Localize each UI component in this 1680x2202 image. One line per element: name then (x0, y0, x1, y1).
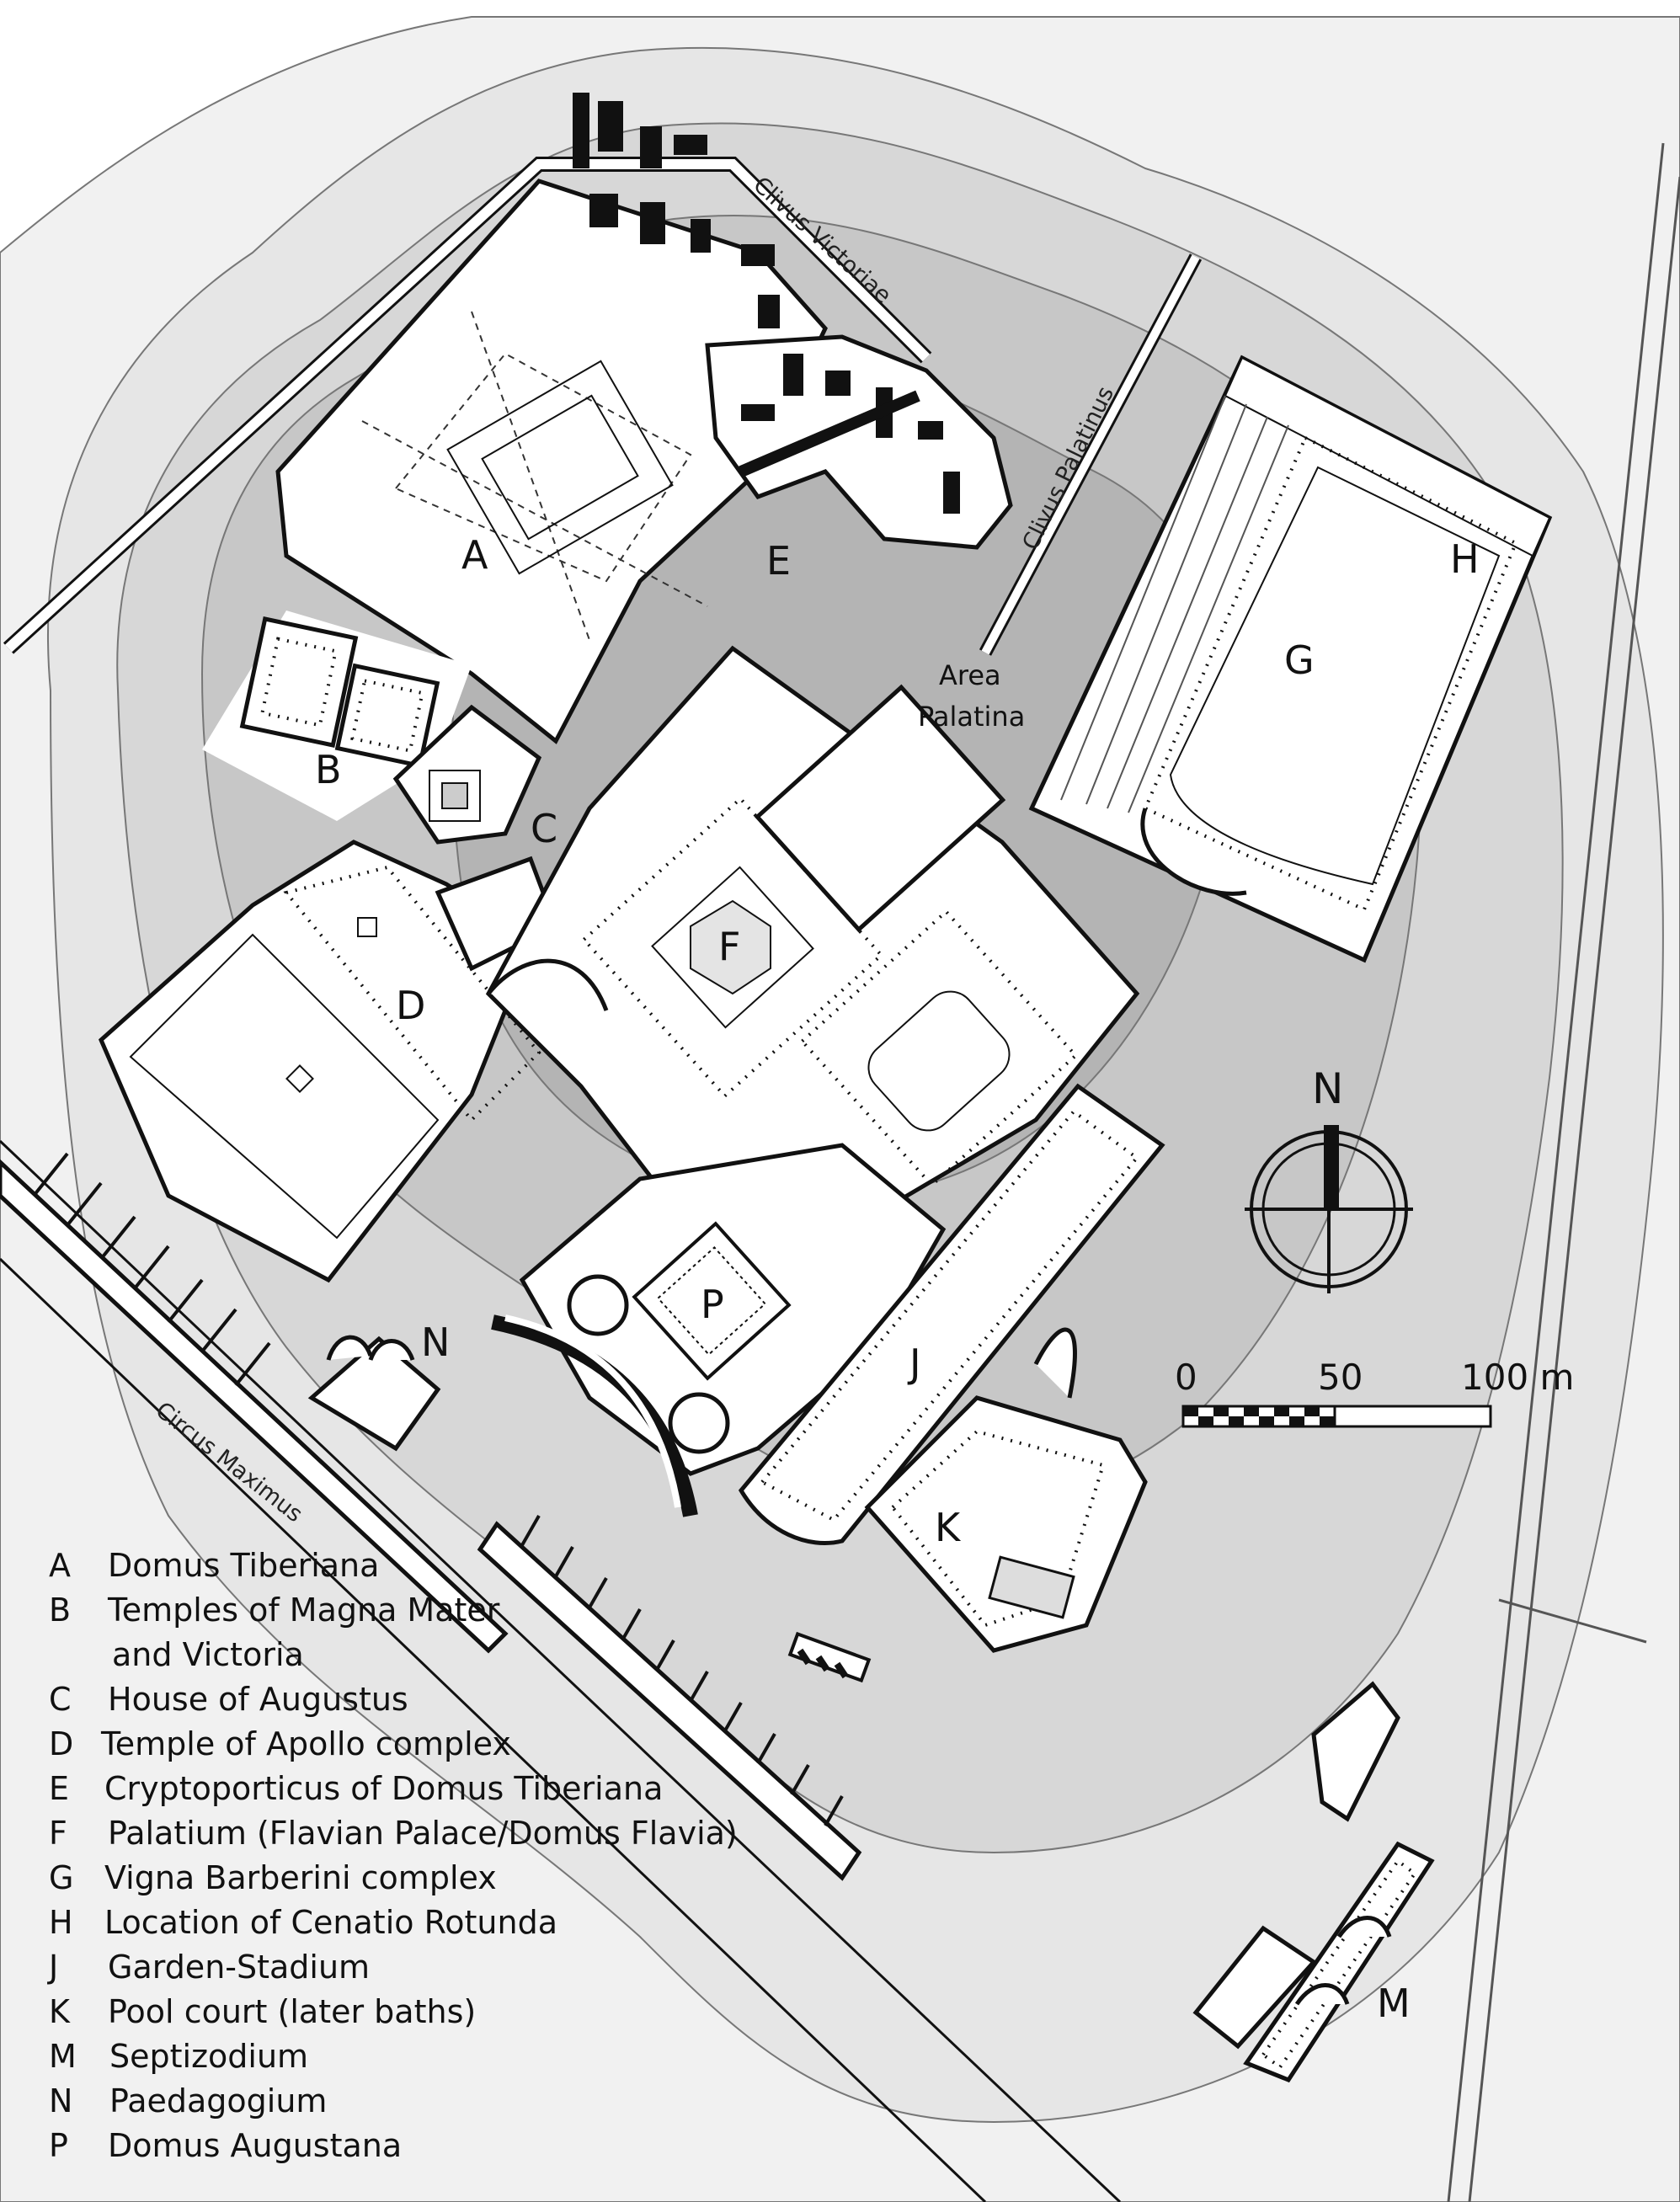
legend-key: P (49, 2127, 68, 2164)
legend-key: H (49, 1904, 73, 1941)
label-a: A (461, 532, 488, 578)
legend-text: Cryptoporticus of Domus Tiberiana (104, 1770, 663, 1807)
label-h: H (1450, 536, 1480, 582)
legend-text: House of Augustus (108, 1681, 408, 1718)
site-letter-labels: A B C D E F G H J K M N P (315, 532, 1480, 2026)
streets (0, 142, 1680, 2202)
shop-divisions (32, 1152, 271, 1387)
legend-text: Paedagogium (109, 2082, 327, 2119)
label-d: D (396, 983, 425, 1028)
legend-item: A Domus Tiberiana (49, 1547, 379, 1584)
legend-text: Domus Augustana (108, 2127, 402, 2164)
cryptoporticus (705, 334, 1013, 550)
temple-of-apollo-complex (98, 840, 559, 1283)
label-c: C (531, 806, 557, 851)
legend-item: P Domus Augustana (49, 2127, 402, 2164)
area-palatina-label: Area Palatina (918, 659, 1025, 733)
legend-item: E Cryptoporticus of Domus Tiberiana (49, 1770, 663, 1807)
legend-item: C House of Augustus (49, 1681, 408, 1718)
circus-maximus-edge-2 (0, 1257, 987, 2202)
legend-key: A (49, 1547, 71, 1584)
label-f: F (718, 924, 740, 969)
legend-text: Septizodium (109, 2038, 308, 2075)
pool-court (864, 1395, 1148, 1653)
legend-item: D Temple of Apollo complex (49, 1725, 511, 1762)
legend-key: F (49, 1815, 67, 1852)
legend-key: N (49, 2082, 72, 2119)
area-palatina-line2: Palatina (918, 701, 1025, 733)
east-road-2 (1468, 176, 1680, 2202)
legend-item: B Temples of Magna Mater (49, 1592, 500, 1629)
legend: A Domus Tiberiana B Temples of Magna Mat… (47, 1547, 738, 2164)
vigna-barberini-complex (1028, 355, 1553, 963)
circus-shops (0, 1152, 872, 1881)
label-j: J (907, 1341, 921, 1386)
east-road-1 (1447, 142, 1665, 2202)
scale-bar: 0 50 100 m (1175, 1357, 1574, 1428)
legend-key: J (47, 1949, 58, 1986)
legend-text: Garden-Stadium (108, 1949, 370, 1986)
septizodium (1192, 1681, 1435, 2083)
legend-item: and Victoria (112, 1636, 304, 1673)
legend-key: E (49, 1770, 69, 1807)
domus-tiberiana (275, 93, 828, 744)
label-n: N (421, 1320, 450, 1365)
label-k: K (935, 1505, 962, 1550)
scale-end: 100 m (1461, 1357, 1574, 1398)
legend-text: and Victoria (112, 1636, 304, 1673)
legend-item: F Palatium (Flavian Palace/Domus Flavia) (49, 1815, 738, 1852)
scale-zero: 0 (1175, 1357, 1197, 1398)
legend-item: J Garden-Stadium (47, 1949, 370, 1986)
north-label: N (1312, 1064, 1343, 1113)
clivus-palatinus-road-fill (981, 254, 1200, 655)
legend-text: Location of Cenatio Rotunda (104, 1904, 557, 1941)
north-arrow: N (1245, 1064, 1413, 1293)
legend-text: Temple of Apollo complex (100, 1725, 511, 1762)
area-palatina-line1: Area (939, 659, 1001, 691)
label-p: P (701, 1282, 724, 1327)
legend-key: G (49, 1859, 73, 1896)
label-m: M (1377, 1981, 1411, 2026)
scale-mid: 50 (1318, 1357, 1363, 1398)
legend-item: K Pool court (later baths) (49, 1993, 476, 2030)
garden-stadium (738, 1083, 1165, 1545)
legend-text: Palatium (Flavian Palace/Domus Flavia) (108, 1815, 738, 1852)
tiberiana-north-blocks (573, 93, 589, 168)
label-g: G (1284, 637, 1315, 683)
label-b: B (315, 747, 342, 792)
clivus-victoriae-road-fill (4, 159, 931, 653)
legend-item: G Vigna Barberini complex (49, 1859, 497, 1896)
legend-key: K (49, 1993, 71, 2030)
house-of-augustus (392, 704, 542, 845)
grid-pattern (1060, 395, 1289, 813)
paedagogium (307, 1335, 441, 1452)
legend-key: C (49, 1681, 72, 1718)
domus-augustana (491, 1143, 947, 1517)
legend-text: Temples of Magna Mater (107, 1592, 500, 1629)
legend-key: D (49, 1725, 73, 1762)
legend-key: M (49, 2038, 77, 2075)
circus-maximus-edge-1 (0, 1139, 1122, 2202)
label-e: E (766, 538, 791, 584)
legend-text: Pool court (later baths) (108, 1993, 476, 2030)
legend-item: N Paedagogium (49, 2082, 327, 2119)
legend-item: H Location of Cenatio Rotunda (49, 1904, 557, 1941)
palatium-domus-flavia (485, 645, 1140, 1249)
cross-road (1498, 1598, 1647, 1644)
legend-item: M Septizodium (49, 2038, 308, 2075)
legend-text: Domus Tiberiana (108, 1547, 379, 1584)
legend-text: Vigna Barberini complex (104, 1859, 497, 1896)
legend-key: B (49, 1592, 71, 1629)
